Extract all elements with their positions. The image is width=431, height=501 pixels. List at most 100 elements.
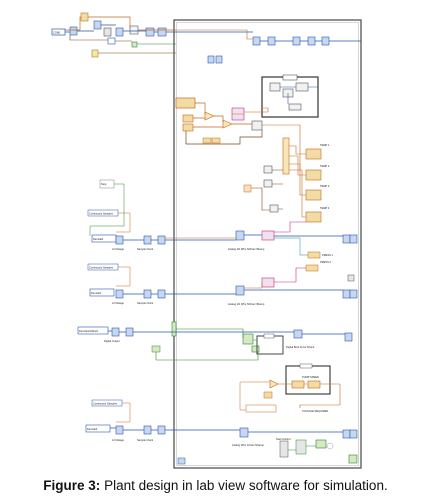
press-label-2: PRESS 2: [320, 260, 332, 264]
while-loop-frame: [173, 19, 362, 469]
figure-caption-text: Plant design in lab view software for si…: [104, 478, 388, 493]
section-4-wires-blue: [110, 427, 343, 433]
chart-indicator: [295, 439, 307, 455]
out-node-2b: [349, 289, 358, 299]
channel-2[interactable]: [89, 288, 115, 297]
while-loop-inner-border: [176, 22, 359, 466]
loop-node-d: [267, 36, 276, 46]
init-node-3: [93, 20, 102, 30]
sample-clock-4-label: Sample Clock: [137, 438, 154, 442]
case-selector-top: [282, 74, 298, 81]
init-wire-orange: [65, 16, 176, 31]
case-inner-node-4: [288, 103, 302, 111]
digital-case: [256, 335, 284, 355]
loop-node-g: [321, 36, 330, 46]
temp-indicator-3: TEMP 3: [305, 184, 330, 201]
loop-top-wires: [178, 31, 361, 42]
read-node-2-label: Analog 1D Wfm NChan NSamp: [228, 302, 265, 306]
init-node-6: [129, 25, 139, 35]
section-ai2: Continuous Samples Dev1/ai2 AI Voltage S…: [85, 399, 358, 458]
start-control-box[interactable]: [279, 440, 289, 458]
loop-condition-terminal: [348, 454, 358, 464]
split-node-2: [261, 277, 275, 288]
out-node-4: [342, 429, 351, 439]
pump-num: [263, 391, 273, 399]
init-node-5: [115, 27, 124, 37]
top-initialization-group: COM1: [51, 12, 178, 58]
init-constant-label: COM1: [53, 31, 61, 35]
loop-top-nodes: [176, 29, 361, 64]
out-node-4b: [349, 429, 358, 439]
init-node-4: [103, 27, 112, 37]
channel-3[interactable]: [77, 326, 109, 335]
init-wire-brown: [69, 35, 176, 54]
side-node-1: [263, 165, 273, 174]
stop-terminal-icon: [326, 442, 334, 450]
press-node-1: [307, 251, 321, 259]
digital-bool-node-2: [251, 345, 260, 353]
ai-voltage-1: [115, 235, 124, 245]
temp-indicator-1: TEMP 1: [305, 143, 330, 160]
init-node-8: [157, 27, 167, 37]
loop-node-e: [292, 36, 301, 46]
controller-const-2: [211, 137, 221, 144]
out-node-2: [342, 289, 351, 299]
case-inner-node-3: [295, 82, 309, 92]
section-digital: Dev1/port0/line0 Digital Output Digital …: [77, 321, 353, 361]
side-wires: [251, 169, 283, 211]
out-node-1: [342, 234, 351, 244]
digital-case-selector: [263, 333, 275, 339]
section-4-wires-green: [288, 445, 316, 451]
figure-caption: Figure 3: Plant design in lab view softw…: [0, 478, 431, 493]
loop-node-b: [215, 55, 223, 64]
digital-write-label: Digital Bool 1Line 1Point: [286, 345, 315, 349]
daq-start-2: [157, 289, 166, 299]
pump-compare: [269, 379, 279, 389]
channel-3-text: Dev1/port0/line0: [79, 329, 98, 333]
temp-indicator-3-label: TEMP 3: [320, 184, 330, 188]
digital-output-node: [111, 327, 120, 337]
init-node-1: [69, 26, 78, 36]
section-1-wires-pink: [274, 221, 306, 233]
temp-wires: [289, 145, 306, 218]
controller-const: [202, 137, 212, 144]
case-inner-wires: [280, 86, 318, 104]
section-ai0: Stop Continuous Samples Dev1/ai0 AI Volt…: [87, 179, 358, 259]
init-node-10: [131, 41, 138, 48]
channel-2-text: Dev1/ai1: [91, 291, 102, 295]
pump-section: PUMP SPEED VOLTAGE REQUIRED: [239, 363, 341, 413]
controller-wire-long: [262, 124, 301, 170]
temp-indicator-1-label: TEMP 1: [320, 143, 330, 147]
ai-voltage-2-label: AI Voltage: [112, 301, 124, 305]
loop-node-c: [252, 36, 261, 46]
sample-clock-1: [143, 235, 152, 245]
temp-array-build: [282, 137, 290, 175]
case-inner-node-1: [269, 82, 281, 92]
channel-1-text: Dev1/ai0: [93, 237, 104, 241]
multiply-node: [222, 119, 233, 129]
section-2-wires-pink: [274, 267, 306, 283]
digital-write-node: [293, 329, 303, 339]
stop-button-terminal: [315, 439, 327, 449]
pump-inner-node: [291, 380, 305, 389]
sample-clock-4: [143, 425, 152, 435]
setpoint-control-2[interactable]: [182, 114, 194, 123]
channel-4[interactable]: [85, 424, 111, 433]
voltage-node: [245, 404, 277, 413]
setpoint-control[interactable]: [175, 97, 196, 109]
temp-indicator-4-label: TEMP 4: [320, 206, 330, 210]
out-node-3: [344, 332, 353, 342]
pump-case: [285, 365, 331, 395]
side-node-3: [243, 184, 252, 193]
digital-bool-node: [242, 333, 254, 345]
pump-case-selector: [299, 363, 313, 369]
loop-top-wires-orange: [176, 29, 253, 40]
init-node-11: [107, 37, 116, 45]
setpoint-control-3[interactable]: [182, 123, 194, 132]
channel-4-text: Dev1/ai2: [87, 427, 98, 431]
ai-voltage-4-label: AI Voltage: [112, 438, 124, 442]
section-3-wires-green: [155, 328, 259, 361]
controller-group: [175, 97, 301, 170]
init-node-7: [145, 27, 155, 37]
loop-node-a: [207, 55, 215, 64]
